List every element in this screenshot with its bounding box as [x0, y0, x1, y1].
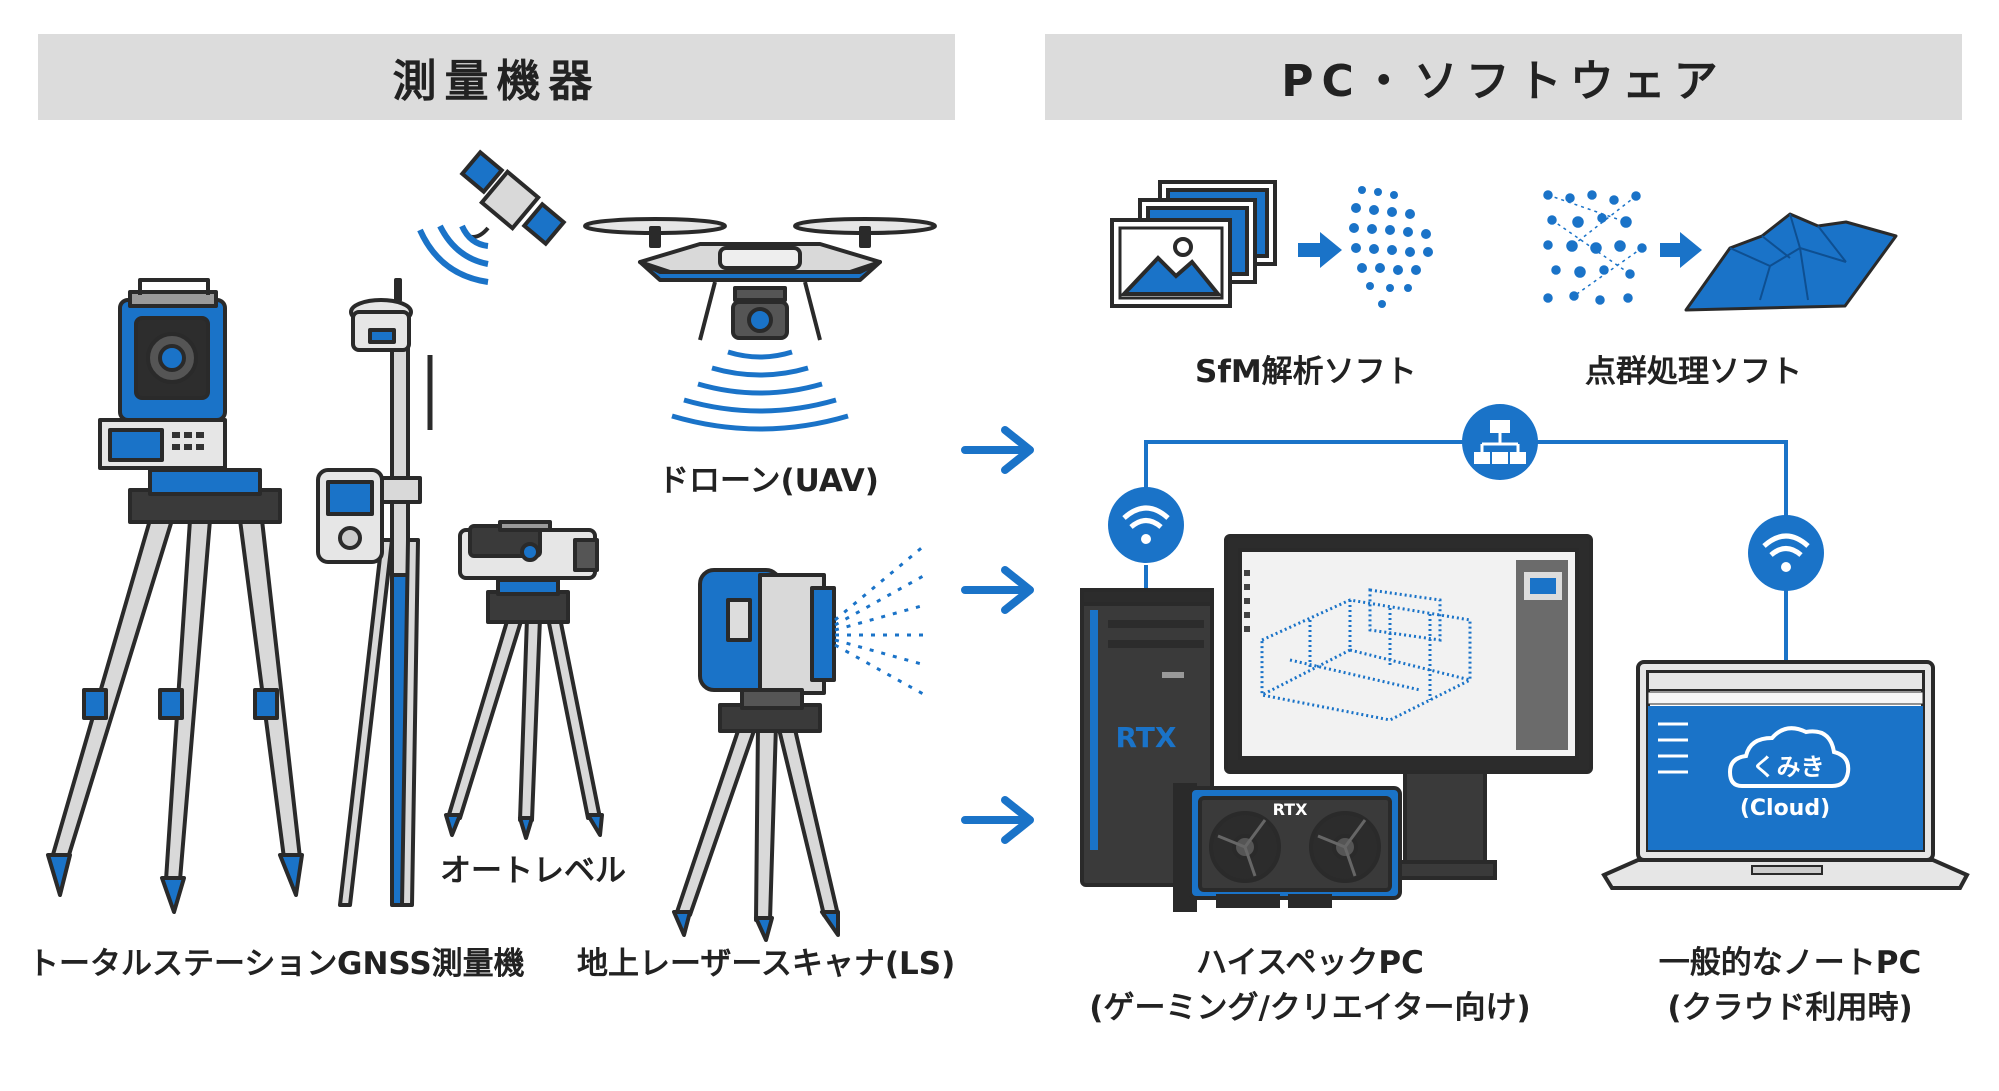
label-laptop-line1: 一般的なノートPC	[1658, 945, 1922, 981]
label-laser-scanner: 地上レーザースキャナ(LS)	[577, 946, 956, 982]
terrain-mesh-icon	[1684, 212, 1898, 312]
label-highspec-pc-line2: (ゲーミング/クリエイター向け)	[1089, 990, 1531, 1026]
gpu-card-icon	[1173, 783, 1402, 912]
auto-level-icon	[444, 520, 604, 840]
scattered-points-icon	[1543, 190, 1647, 305]
photo-stack-icon	[1110, 180, 1277, 308]
cloud-service-name: くみき	[1752, 753, 1825, 781]
cloud-service-sub: (Cloud)	[1740, 796, 1830, 821]
network-hub-icon	[1462, 404, 1538, 480]
monitor-icon	[1224, 534, 1593, 880]
gpu-rtx-label: RTX	[1273, 800, 1309, 819]
point-cloud-icon	[1349, 186, 1433, 308]
cloud-icon	[1727, 726, 1851, 788]
tower-rtx-label: RTX	[1116, 721, 1177, 754]
arrow-icon	[961, 566, 1034, 614]
arrow-icon	[961, 796, 1034, 844]
header-pc-software: PC・ソフトウェア	[1045, 34, 1962, 120]
label-auto-level: オートレベル	[440, 853, 626, 889]
label-gnss: GNSS測量機	[337, 946, 525, 982]
label-drone: ドローン(UAV)	[658, 463, 879, 499]
label-pointcloud-software: 点群処理ソフト	[1585, 354, 1802, 390]
arrow-icon	[1298, 232, 1342, 268]
wifi-icon	[1108, 487, 1184, 563]
drone-icon	[583, 217, 937, 432]
arrow-icon	[1660, 232, 1702, 268]
satellite-icon	[417, 149, 567, 285]
label-laptop-line2: (クラウド利用時)	[1667, 990, 1913, 1026]
label-total-station: トータルステーション	[28, 946, 338, 982]
total-station-icon	[46, 278, 304, 914]
laser-scanner-icon	[672, 543, 926, 942]
label-sfm-software: SfM解析ソフト	[1195, 354, 1417, 390]
point-cloud-3d-view	[1260, 588, 1472, 722]
gnss-receiver-icon	[316, 278, 433, 907]
arrow-icon	[961, 426, 1034, 474]
wifi-icon	[1748, 515, 1824, 591]
label-highspec-pc-line1: ハイスペックPC	[1196, 945, 1424, 981]
header-survey-instruments: 測量機器	[38, 34, 955, 120]
